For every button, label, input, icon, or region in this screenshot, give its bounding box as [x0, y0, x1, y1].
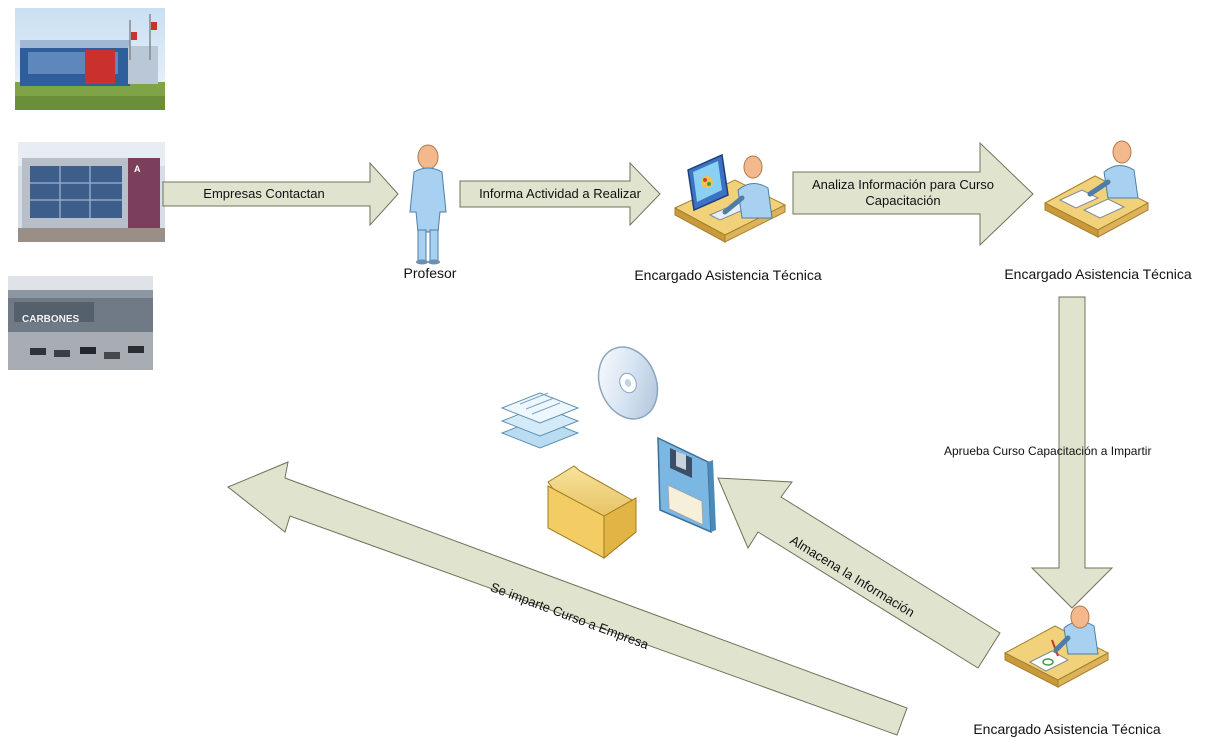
arrow-analiza-informacion: Analiza Información para Curso Capacitac…	[792, 141, 1034, 247]
tech-3-label: Encargado Asistencia Técnica	[973, 721, 1161, 737]
arrow-label-analyze-2: Capacitación	[865, 193, 940, 208]
arrow-label-analyze-1: Analiza Información para Curso	[812, 177, 994, 192]
arrow-label-inform: Informa Actividad a Realizar	[479, 186, 642, 201]
tech-1-computer-figure	[673, 153, 787, 243]
arrow-aprueba-curso: Aprueba Curso Capacitación a Impartir	[944, 296, 1151, 609]
documents-stack-icon	[500, 392, 580, 449]
tech-3-signing-figure	[1003, 605, 1110, 688]
building-photo-3: CARBONES	[8, 276, 153, 370]
cd-disc-icon	[597, 346, 659, 420]
tech-1-label: Encargado Asistencia Técnica	[634, 267, 822, 283]
arrow-almacena-informacion: Almacena la Información	[717, 477, 1001, 669]
tech-2-label: Encargado Asistencia Técnica	[1004, 266, 1192, 282]
building-photo-2: A	[18, 142, 165, 242]
arrow-label-contact: Empresas Contactan	[203, 186, 324, 201]
building-3-sign: CARBONES	[22, 314, 80, 325]
teacher-label: Profesor	[404, 265, 457, 281]
arrow-empresas-contactan: Empresas Contactan	[162, 161, 399, 227]
building-photo-1	[15, 8, 165, 110]
arrow-label-approve: Aprueba Curso Capacitación a Impartir	[944, 444, 1151, 458]
building-2-sign: A	[134, 164, 141, 174]
arrow-informa-actividad: Informa Actividad a Realizar	[459, 161, 661, 227]
tech-2-papers-figure	[1043, 140, 1150, 238]
floppy-disk-icon	[657, 436, 716, 534]
teacher-figure	[409, 144, 447, 265]
folder-icon	[547, 465, 637, 560]
